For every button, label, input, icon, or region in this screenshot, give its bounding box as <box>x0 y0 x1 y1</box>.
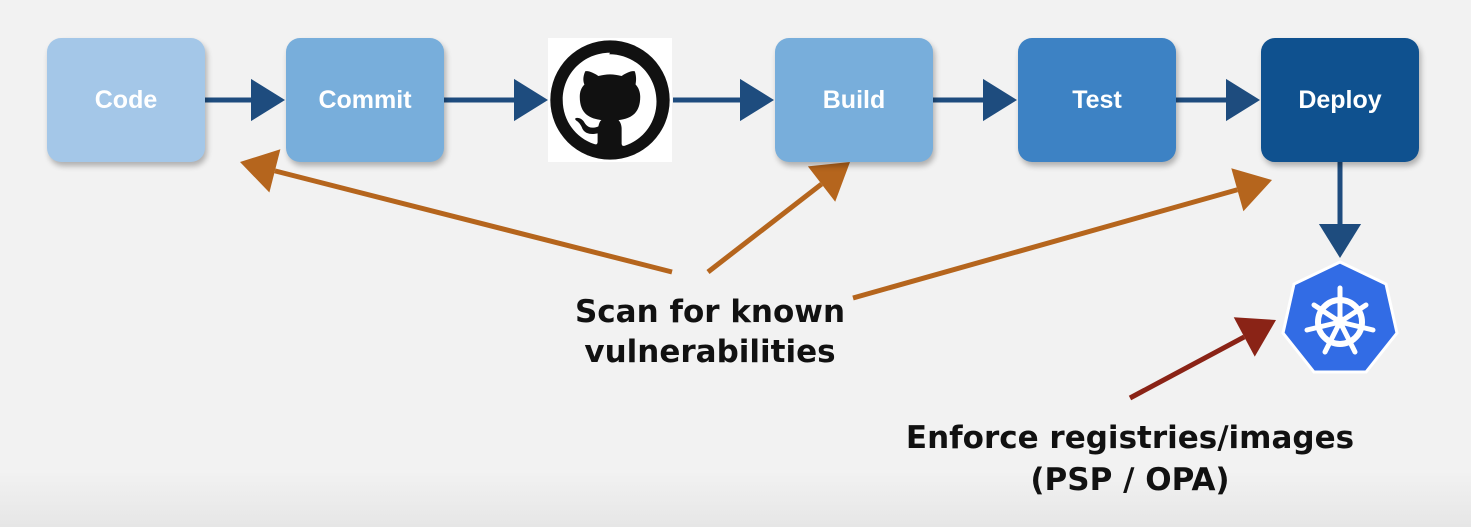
arrow-commit-github-head <box>514 78 548 122</box>
scan-arrow-deploy-head <box>1231 168 1272 212</box>
scan-arrow-deploy-line <box>852 187 1239 301</box>
arrow-build-test-head <box>983 78 1017 122</box>
flow-arrows <box>205 78 1362 258</box>
scan-arrow-build-line <box>706 182 824 274</box>
scan-arrow-code-head <box>240 149 281 193</box>
stage-deploy-label: Deploy <box>1298 85 1382 114</box>
stage-test: Test <box>1018 38 1176 162</box>
footer-band <box>0 470 1471 527</box>
stage-commit: Commit <box>286 38 444 162</box>
scan-arrows <box>240 149 1272 301</box>
enforce-arrows <box>1128 317 1276 401</box>
stage-commit-label: Commit <box>318 85 412 114</box>
scan-arrow-code-line <box>274 168 673 275</box>
scan-annotation: Scan for known vulnerabilities <box>560 292 860 372</box>
enforce-arrow-cluster-head <box>1233 317 1276 357</box>
stage-build-label: Build <box>822 85 886 114</box>
stage-code-label: Code <box>94 85 158 114</box>
arrow-code-commit-head <box>251 78 285 122</box>
enforce-arrow-cluster-line <box>1128 334 1246 401</box>
scan-annotation-line2: vulnerabilities <box>584 334 836 370</box>
scan-annotation-line1: Scan for known <box>574 294 846 330</box>
arrow-deploy-cluster-head <box>1318 224 1362 258</box>
arrow-test-deploy-head <box>1226 78 1260 122</box>
arrow-github-build-head <box>740 78 774 122</box>
stage-build: Build <box>775 38 933 162</box>
scan-arrow-build-head <box>807 162 850 202</box>
enforce-annotation-line2: (PSP / OPA) <box>1030 462 1230 498</box>
enforce-annotation: Enforce registries/images (PSP / OPA) <box>895 417 1365 501</box>
github-icon <box>548 38 672 162</box>
stage-code: Code <box>47 38 205 162</box>
stage-test-label: Test <box>1072 85 1122 114</box>
enforce-annotation-line1: Enforce registries/images <box>905 420 1355 456</box>
kubernetes-icon <box>1280 260 1400 378</box>
stage-deploy: Deploy <box>1261 38 1419 162</box>
